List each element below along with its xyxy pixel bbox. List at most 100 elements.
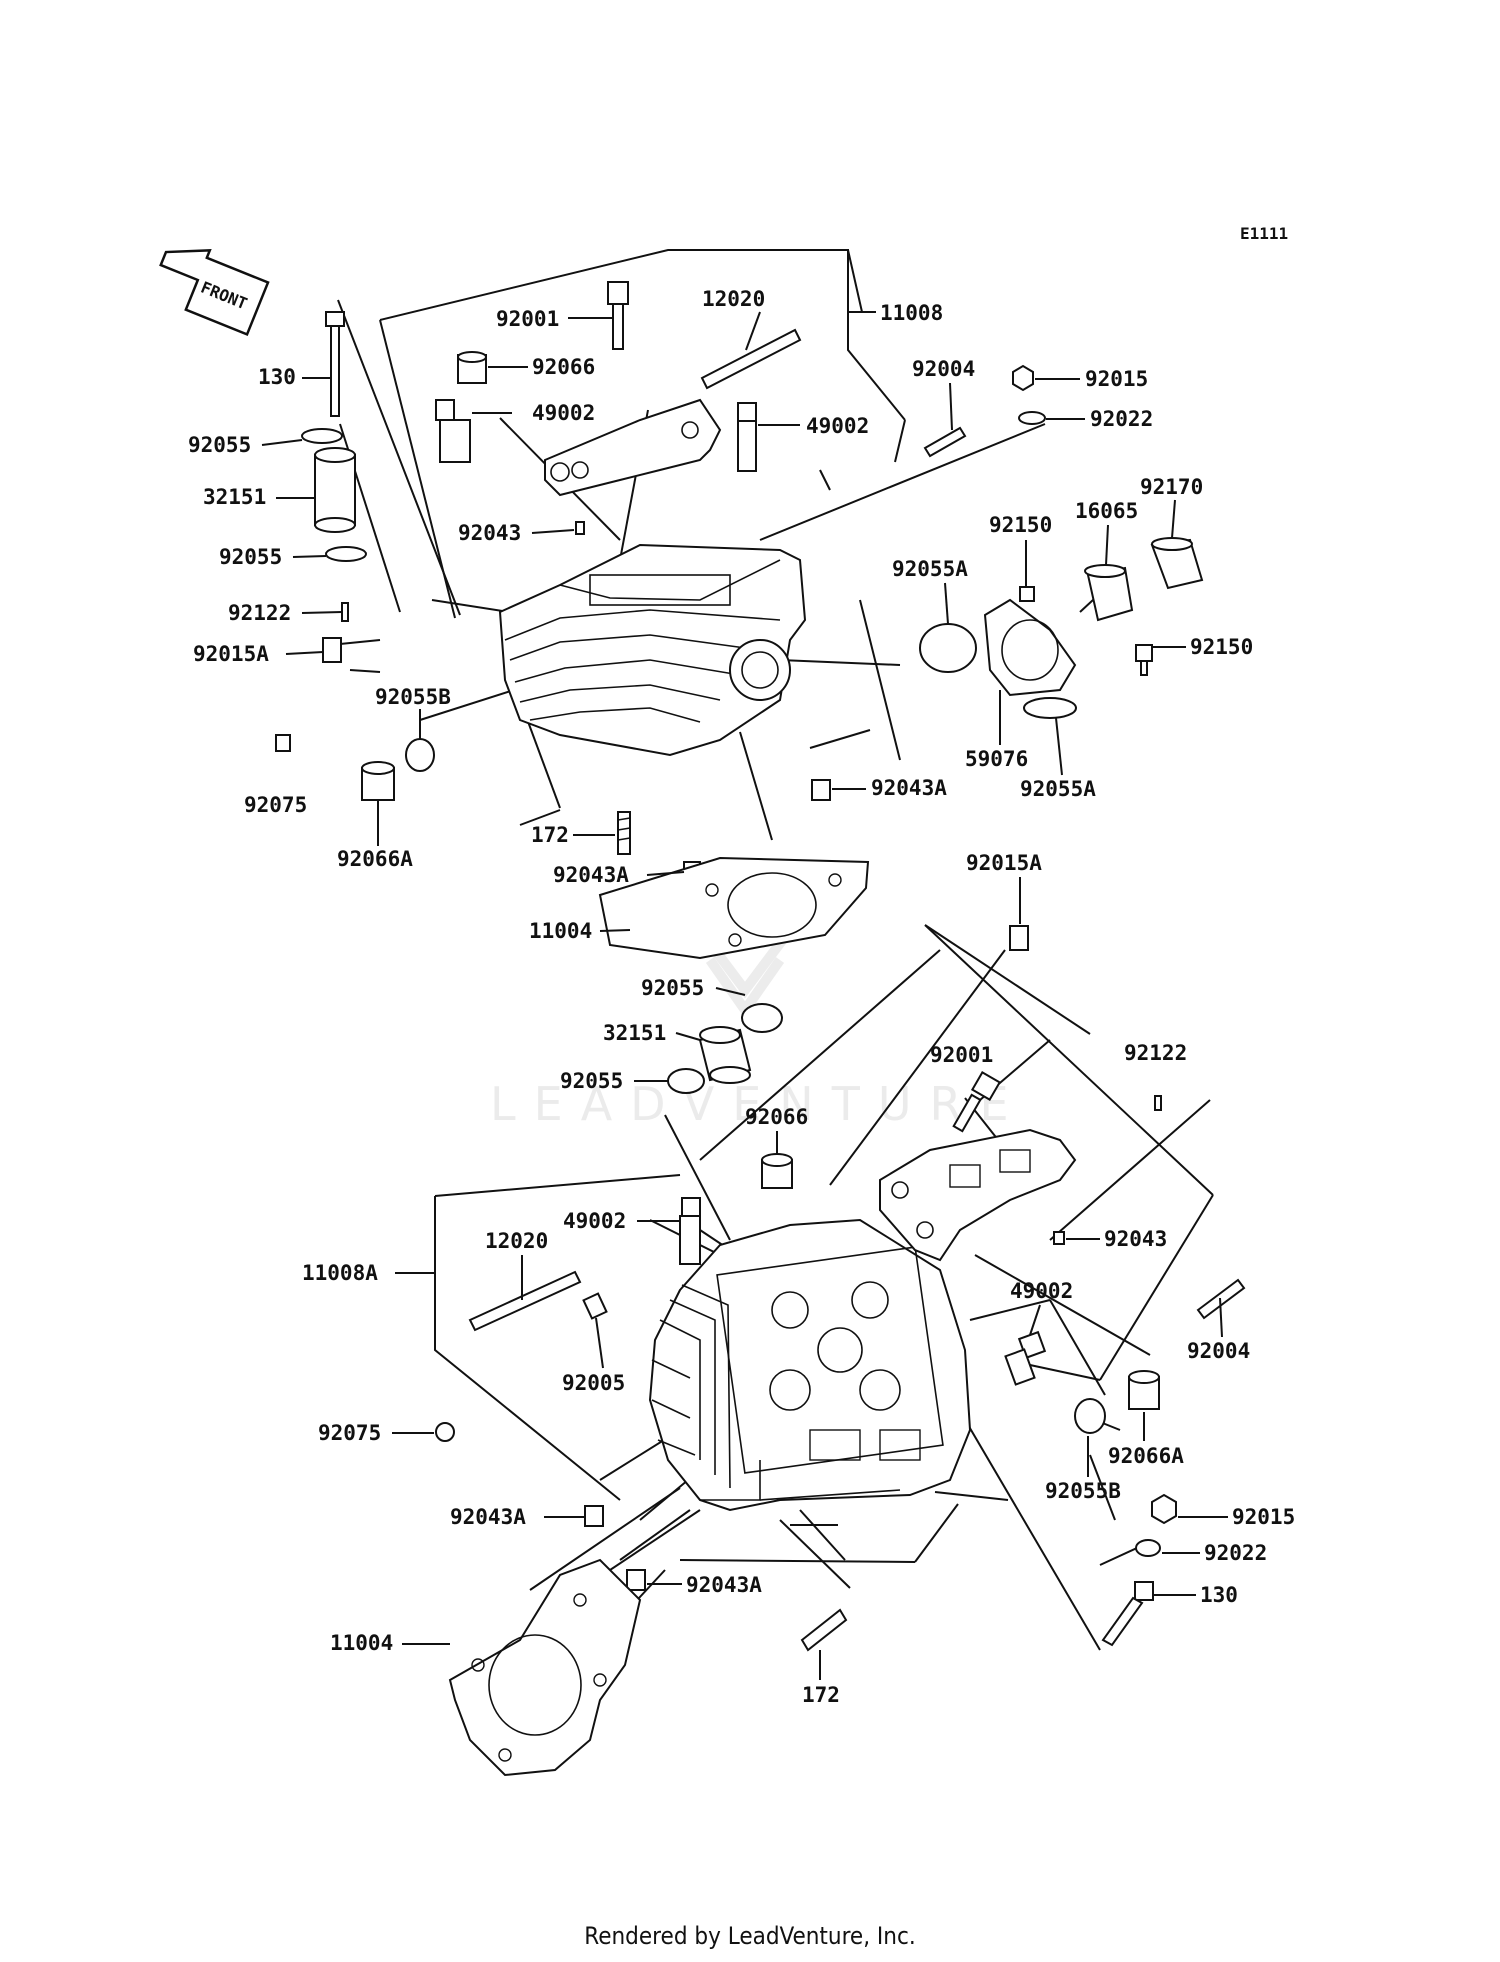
rear-callout-12020: 12020: [485, 1229, 548, 1300]
rear-valve-guide-right: [1004, 1330, 1047, 1386]
rear-callout-92015A: 92015A: [966, 851, 1042, 924]
rear-callout-92055-top: 92055: [641, 976, 746, 1000]
svg-text:92075: 92075: [318, 1421, 381, 1445]
front-callout-92043A-right: 92043A: [832, 776, 947, 800]
svg-text:59076: 59076: [965, 747, 1028, 771]
svg-text:92055: 92055: [188, 433, 251, 457]
rear-callout-92055-bottom: 92055: [560, 1069, 668, 1093]
svg-text:11008A: 11008A: [302, 1261, 378, 1285]
front-nut-92015: [1012, 364, 1034, 392]
rear-oring-92055-top: [741, 1003, 783, 1033]
front-callout-92055-top: 92055: [188, 433, 303, 457]
front-callout-130: 130: [258, 365, 330, 389]
svg-text:130: 130: [258, 365, 296, 389]
footer-credit: Rendered by LeadVenture, Inc.: [584, 1922, 916, 1950]
front-callout-49002-right: 49002: [758, 414, 869, 438]
svg-text:92001: 92001: [496, 307, 559, 331]
svg-text:49002: 49002: [532, 401, 595, 425]
front-plug-92075: [275, 734, 291, 752]
front-pin-92043: [575, 521, 585, 535]
svg-text:92015A: 92015A: [966, 851, 1042, 875]
rear-callout-92066A: 92066A: [1108, 1412, 1184, 1468]
svg-text:92055A: 92055A: [892, 557, 968, 581]
svg-text:92043A: 92043A: [871, 776, 947, 800]
front-clamp-16065: [1084, 564, 1134, 622]
svg-text:92150: 92150: [989, 513, 1052, 537]
rear-callout-49002-right: 49002: [1010, 1279, 1073, 1336]
front-callout-16065: 16065: [1075, 499, 1138, 566]
front-callout-92015: 92015: [1035, 367, 1148, 391]
svg-text:92043: 92043: [1104, 1227, 1167, 1251]
svg-text:11004: 11004: [529, 919, 592, 943]
rear-callout-92005: 92005: [562, 1317, 625, 1395]
svg-text:92001: 92001: [930, 1043, 993, 1067]
front-clamp-92170: [1150, 537, 1204, 590]
front-washer-92022: [1018, 411, 1046, 425]
rear-shaft-12020: [468, 1270, 582, 1332]
watermark: LEADVENTURE: [490, 1077, 1027, 1131]
rear-callout-92022: 92022: [1162, 1541, 1267, 1565]
svg-text:92015: 92015: [1085, 367, 1148, 391]
rear-gasket-11004: [448, 1558, 642, 1777]
front-stud-92004: [923, 426, 967, 458]
svg-text:92055: 92055: [219, 545, 282, 569]
svg-text:92170: 92170: [1140, 475, 1203, 499]
front-callout-92066: 92066: [488, 355, 595, 379]
front-oring-92055-bottom: [325, 546, 367, 562]
rear-fitting-92005: [582, 1292, 608, 1320]
rear-stud-172: [800, 1608, 848, 1652]
svg-text:92122: 92122: [228, 601, 291, 625]
svg-text:92022: 92022: [1204, 1541, 1267, 1565]
front-callout-92022: 92022: [1046, 407, 1153, 431]
front-stud-130: [325, 311, 345, 417]
svg-text:92066: 92066: [532, 355, 595, 379]
rear-cylinder-assembly: 92015A 92055 32151 92055 92001 92122 920…: [302, 851, 1295, 1777]
front-dowel-92043A-right: [811, 779, 831, 801]
rear-callout-92001: 92001: [930, 1043, 993, 1067]
svg-text:92004: 92004: [1187, 1339, 1250, 1363]
rear-pin-92043: [1053, 1231, 1065, 1245]
front-callout-92001: 92001: [496, 307, 612, 331]
rear-callout-92043: 92043: [1066, 1227, 1167, 1251]
svg-text:92015A: 92015A: [193, 642, 269, 666]
svg-text:12020: 12020: [485, 1229, 548, 1253]
rear-pipe-32151: [698, 1026, 752, 1084]
svg-text:130: 130: [1200, 1583, 1238, 1607]
rear-callout-92055B: 92055B: [1045, 1436, 1121, 1503]
svg-text:49002: 49002: [1010, 1279, 1073, 1303]
front-pipe-32151: [314, 447, 356, 533]
front-bolt-92150-top: [1019, 586, 1035, 602]
rear-callout-92122: 92122: [1124, 1041, 1187, 1065]
svg-text:92055: 92055: [641, 976, 704, 1000]
svg-text:12020: 12020: [702, 287, 765, 311]
rear-oring-92055-bottom: [667, 1068, 705, 1094]
rear-cylinder-head: [648, 1218, 972, 1512]
rear-bolt-92001: [952, 1070, 1002, 1133]
rear-plug-92075: [435, 1422, 455, 1442]
front-callout-92122: 92122: [228, 601, 343, 625]
front-callout-32151: 32151: [203, 485, 315, 509]
front-callout-92043: 92043: [458, 521, 575, 545]
front-oring-92055-top: [301, 428, 343, 444]
rear-valve-guide-left: [679, 1197, 701, 1265]
rear-callout-92004: 92004: [1187, 1297, 1250, 1363]
rear-dowel-92015A: [1009, 925, 1029, 951]
front-callout-92015A: 92015A: [193, 642, 324, 666]
svg-text:92043A: 92043A: [450, 1505, 526, 1529]
front-callout-12020: 12020: [702, 287, 765, 351]
front-camshaft-holder: [544, 398, 722, 497]
svg-text:92055B: 92055B: [375, 685, 451, 709]
front-gasket-11004: [598, 856, 870, 960]
front-intake-holder-59076: [983, 598, 1077, 697]
rear-cap-92066: [761, 1153, 793, 1189]
svg-text:11008: 11008: [880, 301, 943, 325]
front-callout-92055A-bottom: 92055A: [1020, 717, 1096, 801]
front-dowel-92015A: [322, 637, 342, 663]
svg-text:32151: 32151: [203, 485, 266, 509]
front-callout-92055A-top: 92055A: [892, 557, 968, 625]
svg-text:11004: 11004: [330, 1631, 393, 1655]
svg-text:92043: 92043: [458, 521, 521, 545]
front-callout-11008: 11008: [848, 301, 943, 325]
rear-camshaft-holder: [879, 1128, 1077, 1262]
